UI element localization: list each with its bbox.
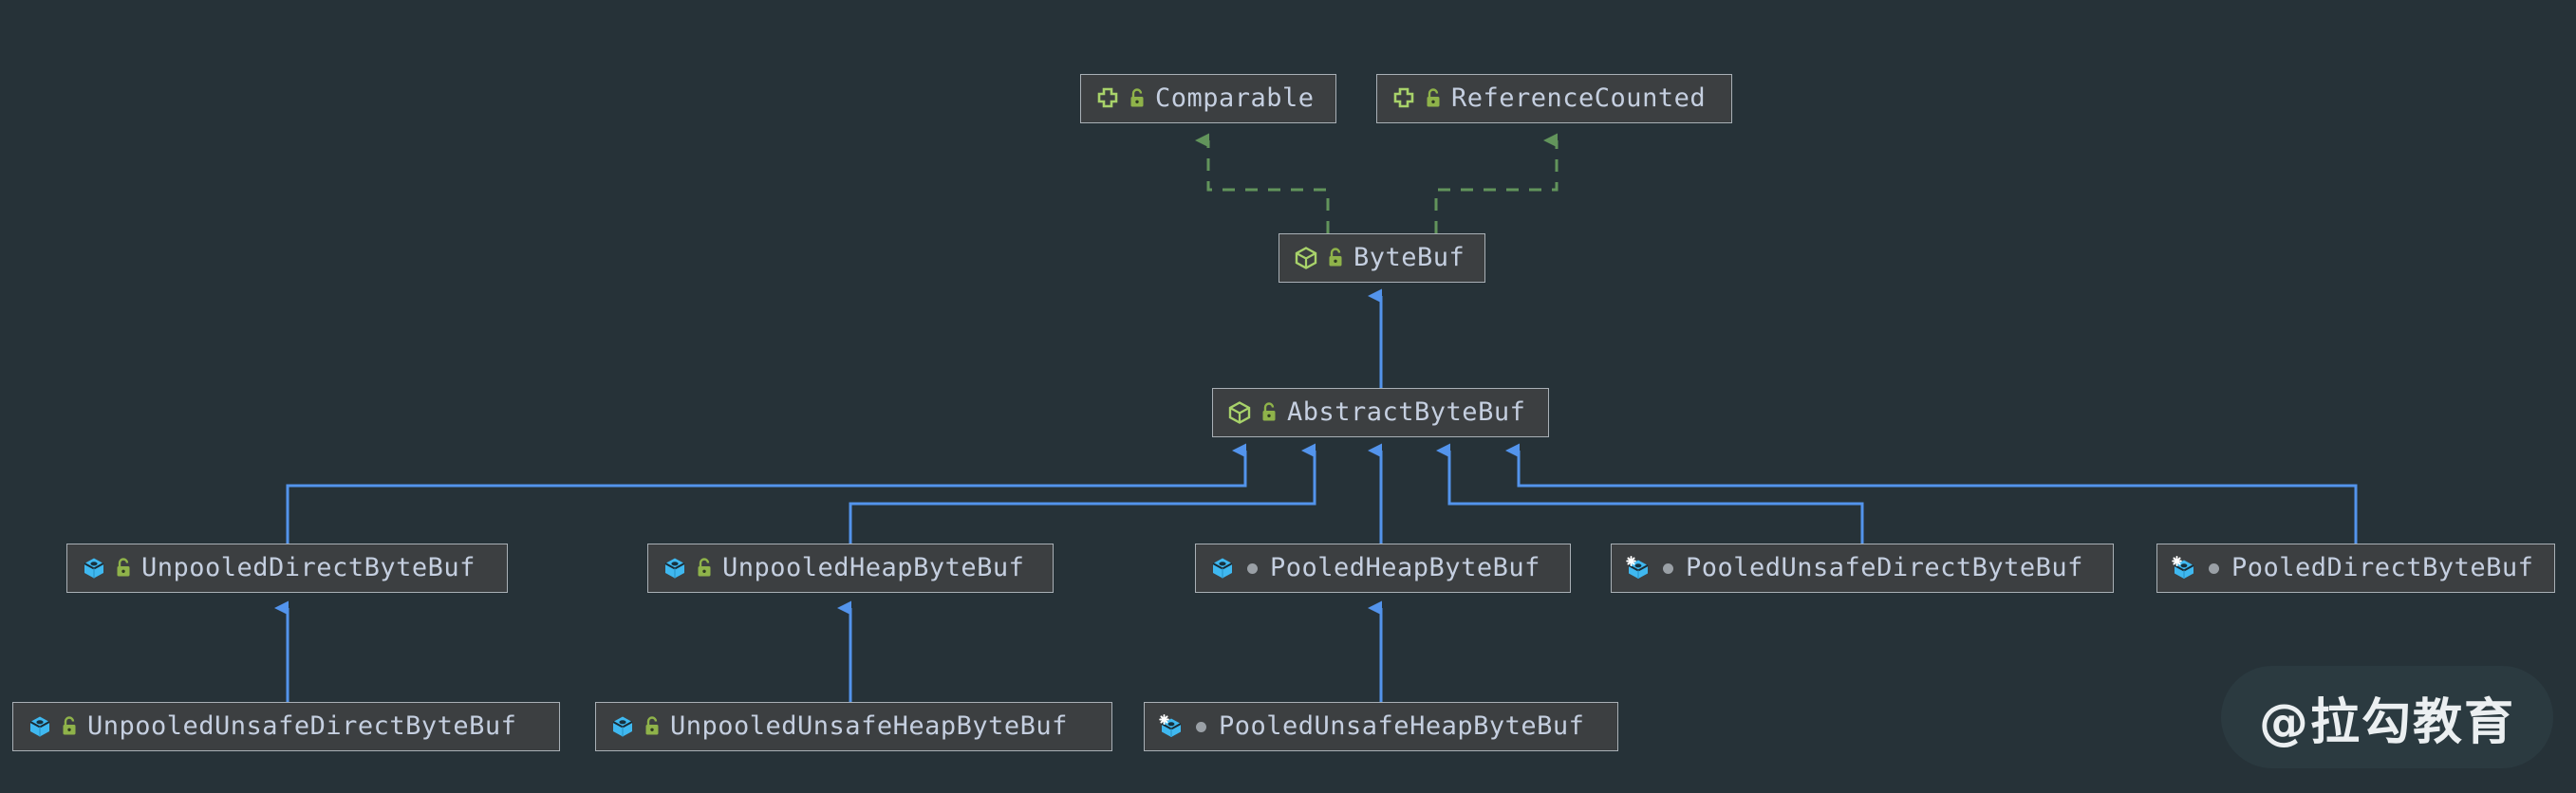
uml-node-unpooled-unsafe-direct-bytebuf[interactable]: UnpooledUnsafeDirectByteBuf — [12, 702, 560, 751]
uml-node-label: ReferenceCounted — [1451, 83, 1707, 113]
uml-node-label: PooledUnsafeDirectByteBuf — [1686, 552, 2083, 582]
edge-bytebuf-to-comparable — [1195, 133, 1330, 233]
uml-node-label: UnpooledDirectByteBuf — [141, 552, 476, 582]
uml-node-pooled-heap-bytebuf[interactable]: PooledHeapByteBuf — [1195, 544, 1571, 593]
uml-node-abstract-bytebuf[interactable]: AbstractByteBuf — [1212, 388, 1549, 437]
unlocked-public-icon — [1127, 86, 1148, 111]
class-icon — [661, 554, 689, 582]
uml-node-pooled-direct-bytebuf[interactable]: PooledDirectByteBuf — [2156, 544, 2555, 593]
uml-node-unpooled-direct-bytebuf[interactable]: UnpooledDirectByteBuf — [66, 544, 508, 593]
edge-unpooleddirect-to-abstract — [286, 443, 1247, 544]
edge-unpooledheap-to-abstract — [849, 443, 1316, 544]
edge-pooledunsafedirect-to-abstract — [1436, 443, 1864, 544]
watermark-badge: @拉勾教育 — [2221, 666, 2553, 768]
package-private-dot — [1657, 556, 1678, 581]
edge-pooleddirect-to-abstract — [1505, 443, 2358, 544]
watermark-text: @拉勾教育 — [2258, 693, 2515, 751]
final-class-icon — [1157, 712, 1185, 741]
class-icon — [1208, 554, 1237, 582]
package-private-dot — [2203, 556, 2224, 581]
uml-node-unpooled-heap-bytebuf[interactable]: UnpooledHeapByteBuf — [647, 544, 1054, 593]
uml-node-label: UnpooledUnsafeHeapByteBuf — [670, 710, 1068, 741]
class-icon — [80, 554, 108, 582]
unlocked-public-icon — [113, 556, 134, 581]
interface-icon — [1093, 84, 1122, 113]
uml-node-reference-counted[interactable]: ReferenceCounted — [1376, 74, 1732, 123]
uml-node-pooled-unsafe-direct-bytebuf[interactable]: PooledUnsafeDirectByteBuf — [1611, 544, 2114, 593]
uml-node-bytebuf[interactable]: ByteBuf — [1279, 233, 1485, 283]
unlocked-public-icon — [1325, 246, 1346, 270]
package-private-dot — [1241, 556, 1262, 581]
uml-node-pooled-unsafe-heap-bytebuf[interactable]: PooledUnsafeHeapByteBuf — [1144, 702, 1618, 751]
abstract-class-icon — [1225, 398, 1254, 427]
class-icon — [26, 712, 54, 741]
uml-node-comparable[interactable]: Comparable — [1080, 74, 1336, 123]
unlocked-public-icon — [642, 714, 663, 739]
unlocked-public-icon — [1259, 400, 1279, 425]
uml-node-unpooled-unsafe-heap-bytebuf[interactable]: UnpooledUnsafeHeapByteBuf — [595, 702, 1112, 751]
uml-node-label: PooledUnsafeHeapByteBuf — [1219, 710, 1585, 741]
unlocked-public-icon — [1423, 86, 1444, 111]
final-class-icon — [2170, 554, 2198, 582]
unlocked-public-icon — [694, 556, 715, 581]
uml-node-label: UnpooledUnsafeDirectByteBuf — [87, 710, 517, 741]
uml-node-label: Comparable — [1155, 83, 1315, 113]
uml-node-label: AbstractByteBuf — [1287, 396, 1526, 427]
edge-bytebuf-to-referencecounted — [1434, 133, 1559, 233]
uml-node-label: UnpooledHeapByteBuf — [722, 552, 1025, 582]
interface-icon — [1390, 84, 1418, 113]
abstract-class-icon — [1292, 244, 1320, 272]
class-icon — [608, 712, 637, 741]
package-private-dot — [1190, 714, 1211, 739]
uml-node-label: PooledHeapByteBuf — [1270, 552, 1540, 582]
uml-node-label: ByteBuf — [1353, 242, 1465, 272]
final-class-icon — [1624, 554, 1652, 582]
unlocked-public-icon — [59, 714, 80, 739]
uml-node-label: PooledDirectByteBuf — [2231, 552, 2534, 582]
